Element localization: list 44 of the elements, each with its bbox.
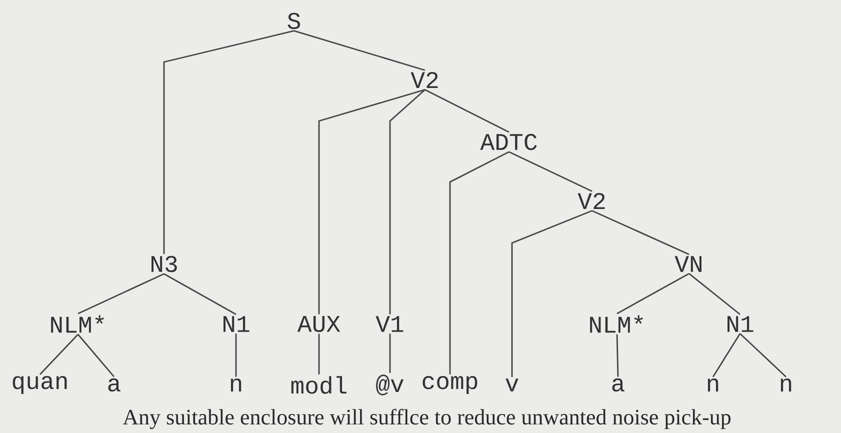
tree-label: V2 [410, 72, 438, 88]
tree-label: AUX [297, 316, 340, 332]
tree-branch [449, 151, 510, 374]
tree-branch [164, 273, 236, 315]
word-label: modl [291, 376, 346, 394]
tree-branch [688, 273, 740, 315]
caption: Any suitable enclosure will sufflce to reduce unwanted noise pick-up [122, 408, 731, 430]
tree-branch [318, 89, 426, 314]
tree-branch [389, 334, 391, 373]
tree-branch [318, 334, 320, 374]
tree-branch [740, 333, 786, 378]
tree-branch [511, 210, 592, 377]
tree-branch [712, 333, 741, 378]
tree-label: N1 [728, 316, 754, 332]
tree-label: VN [674, 256, 702, 272]
tree-label: NLM* [51, 315, 104, 333]
tree-branch [389, 89, 426, 314]
tree-label: S [288, 12, 300, 30]
tree-label: V1 [376, 316, 404, 332]
tree-branch [163, 30, 294, 254]
tree-branch [508, 151, 592, 192]
tree-label: N3 [152, 256, 177, 272]
word-label: a [108, 378, 120, 392]
tree-branch [616, 272, 690, 314]
word-label: @v [376, 374, 404, 396]
word-label: a [612, 378, 624, 392]
word-label: quan [12, 376, 67, 394]
tree-branch [592, 210, 690, 256]
tree-label: ADTC [480, 134, 537, 150]
word-label: n [708, 378, 718, 392]
tree-branch [424, 89, 510, 133]
tree-branch [78, 273, 164, 314]
word-label: v [506, 378, 518, 392]
tree-label: V2 [578, 192, 605, 210]
word-label: n [230, 378, 242, 392]
word-label: n [780, 378, 792, 392]
word-label: comp [422, 376, 478, 394]
tree-branch [77, 334, 115, 378]
tree-branch [235, 334, 237, 377]
tree-label: NLM* [590, 315, 643, 333]
tree-branch [616, 334, 619, 377]
tree-branch [40, 334, 79, 375]
tree-branch [294, 30, 426, 71]
tree-label: N1 [224, 316, 250, 332]
